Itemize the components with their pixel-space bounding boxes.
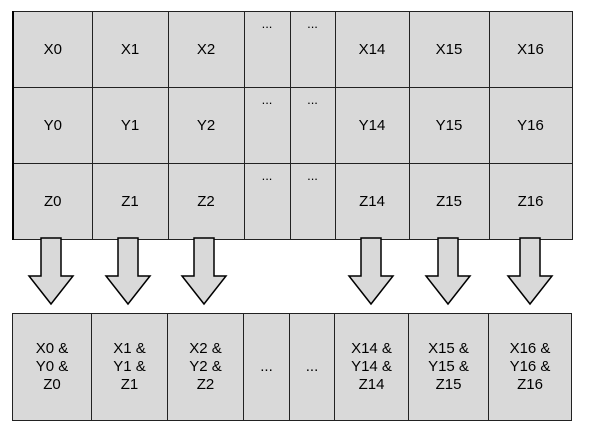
- cell-z-ellipsis-b: ...: [289, 163, 336, 240]
- cell-x2: X2: [167, 11, 245, 88]
- cell-z16: Z16: [488, 163, 573, 240]
- row-x: X0 X1 X2 ... ... X14 X15 X16: [12, 11, 573, 88]
- down-arrow-icon: [104, 237, 152, 306]
- cell-x1: X1: [91, 11, 169, 88]
- down-arrow-icon: [506, 237, 554, 306]
- cell-z1: Z1: [91, 163, 169, 240]
- row-y: Y0 Y1 Y2 ... ... Y14 Y15 Y16: [12, 87, 573, 164]
- merged-cell-0: X0 & Y0 & Z0: [12, 313, 92, 421]
- cell-y16: Y16: [488, 87, 573, 164]
- down-arrow-icon: [27, 237, 75, 306]
- arrow-group: [27, 237, 554, 306]
- merged-cell-ellipsis-b: ...: [289, 313, 335, 421]
- merged-cell-ellipsis-a: ...: [243, 313, 290, 421]
- cell-x-ellipsis-a: ...: [243, 11, 291, 88]
- merged-row: X0 & Y0 & Z0 X1 & Y1 & Z1 X2 & Y2 & Z2 .…: [12, 313, 572, 421]
- input-grid: X0 X1 X2 ... ... X14 X15 X16 Y0 Y1 Y2 ..…: [12, 11, 573, 240]
- down-arrow-icon: [424, 237, 472, 306]
- cell-z2: Z2: [167, 163, 245, 240]
- merged-cell-15: X15 & Y15 & Z15: [408, 313, 489, 421]
- merge-arrows: [27, 237, 554, 306]
- cell-x14: X14: [334, 11, 410, 88]
- merged-cell-1: X1 & Y1 & Z1: [91, 313, 168, 421]
- cell-z15: Z15: [408, 163, 490, 240]
- cell-y-ellipsis-b: ...: [289, 87, 336, 164]
- cell-y0: Y0: [12, 87, 93, 164]
- merged-cell-16: X16 & Y16 & Z16: [488, 313, 572, 421]
- down-arrow-icon: [347, 237, 395, 306]
- cell-x15: X15: [408, 11, 490, 88]
- down-arrow-icon: [180, 237, 228, 306]
- cell-y14: Y14: [334, 87, 410, 164]
- merged-row-cells: X0 & Y0 & Z0 X1 & Y1 & Z1 X2 & Y2 & Z2 .…: [12, 313, 572, 421]
- cell-z-ellipsis-a: ...: [243, 163, 291, 240]
- cell-x-ellipsis-b: ...: [289, 11, 336, 88]
- cell-z14: Z14: [334, 163, 410, 240]
- cell-z0: Z0: [12, 163, 93, 240]
- merged-cell-2: X2 & Y2 & Z2: [167, 313, 244, 421]
- merged-cell-14: X14 & Y14 & Z14: [334, 313, 409, 421]
- cell-x0: X0: [12, 11, 93, 88]
- cell-y15: Y15: [408, 87, 490, 164]
- cell-y2: Y2: [167, 87, 245, 164]
- cell-y-ellipsis-a: ...: [243, 87, 291, 164]
- row-z: Z0 Z1 Z2 ... ... Z14 Z15 Z16: [12, 163, 573, 240]
- cell-x16: X16: [488, 11, 573, 88]
- cell-y1: Y1: [91, 87, 169, 164]
